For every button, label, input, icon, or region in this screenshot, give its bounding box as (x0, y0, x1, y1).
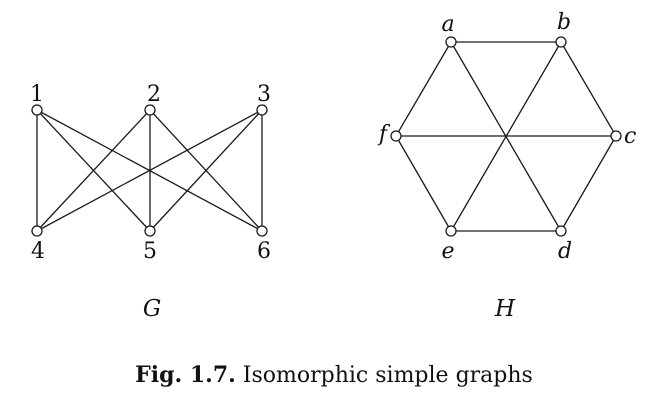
graph-g-edge-2-4 (36, 109, 151, 232)
graph-h-vertex-b (555, 36, 567, 48)
graph-h-vertex-label-d: d (558, 239, 572, 264)
graph-h-vertex-label-c: c (624, 124, 636, 149)
graph-g: 1 2 3 4 5 6 (30, 82, 271, 264)
graph-g-vertex-4 (31, 225, 43, 237)
graph-g-vertex-2 (144, 104, 156, 116)
graph-g-label: G (143, 296, 161, 322)
graph-h-vertex-label-b: b (557, 10, 571, 35)
graph-h-vertex-a (445, 36, 457, 48)
graph-g-vertex-6 (256, 225, 268, 237)
graph-g-vertex-label-4: 4 (31, 239, 45, 264)
graph-g-vertex-3 (256, 104, 268, 116)
graph-g-vertex-label-3: 3 (257, 82, 271, 107)
graph-g-edge-3-4 (36, 109, 263, 232)
graph-h-vertex-d (555, 225, 567, 237)
figure-number: Fig. 1.7. (135, 362, 236, 388)
graph-g-vertex-1 (31, 104, 43, 116)
graph-g-vertex-label-2: 2 (147, 82, 161, 107)
figure-caption: Fig. 1.7. Isomorphic simple graphs (0, 362, 668, 388)
graph-g-vertex-label-6: 6 (257, 239, 271, 264)
graph-h-edge-b-c (560, 41, 617, 137)
graph-h-vertex-c (610, 130, 622, 142)
graph-h-label: H (494, 296, 516, 322)
graph-h-vertex-e (445, 225, 457, 237)
graph-g-vertex-label-1: 1 (30, 82, 44, 107)
graph-h-vertex-f (390, 130, 402, 142)
graph-h-edge-f-a (395, 41, 452, 137)
graph-h: a b c d e f (377, 10, 636, 264)
graph-h-edge-c-d (560, 135, 617, 232)
graph-h-vertex-label-a: a (441, 12, 454, 37)
caption-text: Isomorphic simple graphs (242, 363, 533, 388)
graph-h-vertex-label-f: f (377, 122, 391, 147)
graph-g-vertex-label-5: 5 (143, 239, 157, 264)
graph-g-edge-3-5 (149, 109, 263, 232)
graph-g-vertex-5 (144, 225, 156, 237)
graph-h-edge-e-f (395, 135, 452, 232)
graph-h-vertex-label-e: e (441, 239, 454, 264)
